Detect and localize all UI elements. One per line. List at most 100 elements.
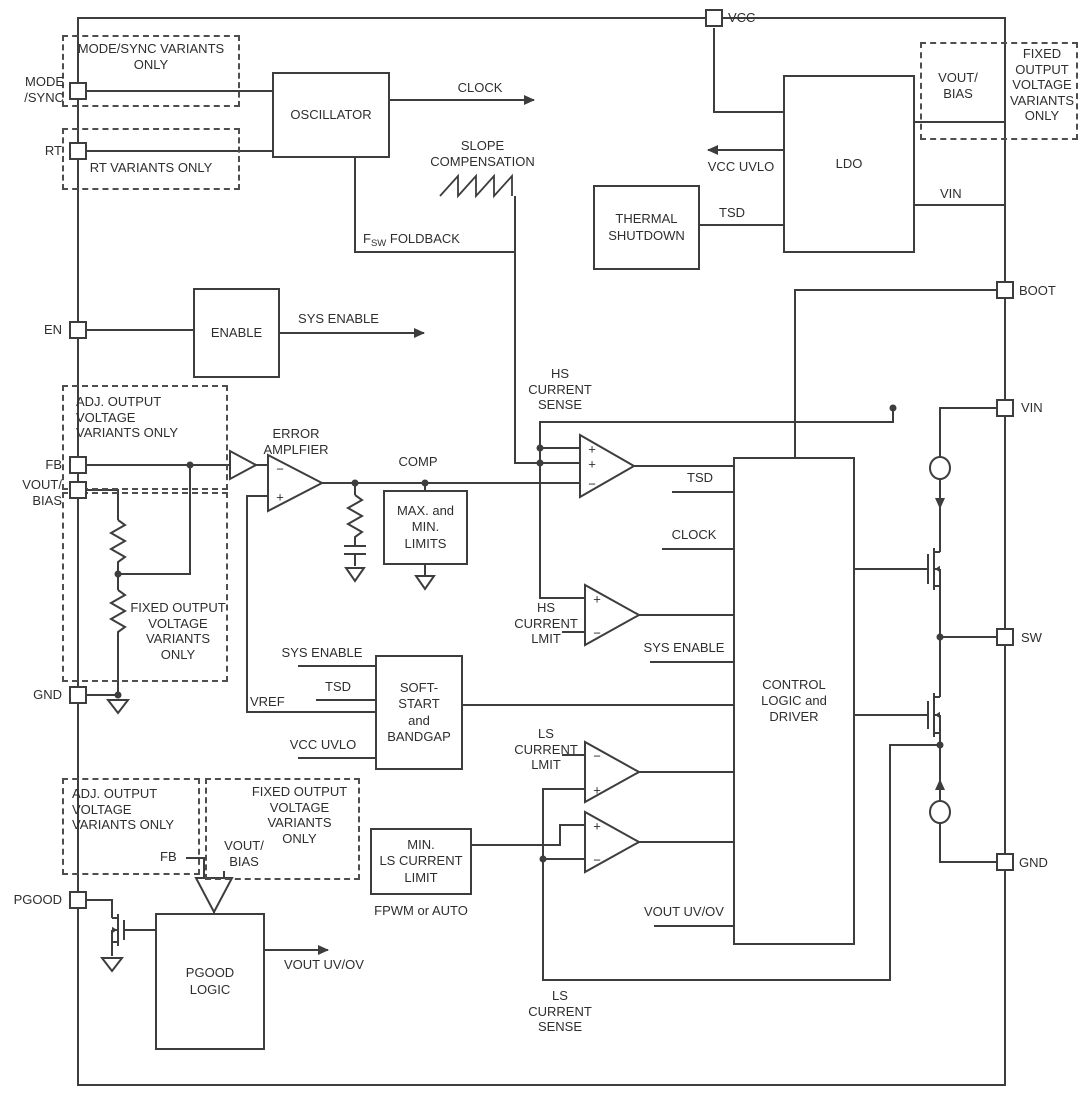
fixed-output-top-right-box (920, 42, 1078, 140)
hs-current-sense-label: HS CURRENT SENSE (528, 366, 592, 413)
pin-gnd-left (69, 686, 87, 704)
sys-enable-ctrl-label: SYS ENABLE (643, 640, 725, 655)
comp-capacitor (344, 545, 366, 566)
pin-label-rt: RT (44, 143, 62, 158)
sys-enable-out-label: SYS ENABLE (298, 311, 379, 326)
pgood-mosfet (111, 914, 125, 956)
ls-mosfet-body-arrow (935, 711, 940, 719)
error-amplifier-triangle (267, 453, 325, 513)
pin-label-vcc: VCC (728, 10, 756, 25)
junction-dot (186, 461, 194, 469)
junction-dot (351, 479, 359, 487)
boot-wire (794, 289, 996, 457)
soft-start-bandgap-block: SOFT- START and BANDGAP (375, 655, 463, 770)
adj-output-bottom-label: ADJ. OUTPUT VOLTAGE VARIANTS ONLY (72, 786, 175, 833)
pin-pgood (69, 891, 87, 909)
fpwm-or-auto-label: FPWM or AUTO (374, 903, 468, 918)
fixed-output-mid-box (62, 492, 228, 682)
vref-wire (246, 495, 375, 713)
gnd-right-wire (939, 823, 996, 863)
junction-dot (889, 404, 897, 412)
pin-label-boot: BOOT (1019, 283, 1056, 298)
vref-label: VREF (250, 694, 285, 709)
components (99, 433, 951, 973)
pin-label-en: EN (43, 322, 62, 337)
vout-uvov-ctrl-label: VOUT UV/OV (644, 904, 724, 919)
min-ls-plus-sign: + (593, 819, 601, 834)
sw-wire (939, 586, 996, 697)
junction-dot (114, 570, 122, 578)
wires (77, 17, 1006, 1086)
slope-compensation-label: SLOPE COMPENSATION (430, 138, 535, 169)
thermal-shutdown-block: THERMAL SHUTDOWN (593, 185, 700, 270)
fixed-output-bottom-box (205, 778, 360, 880)
ldo-block: LDO (783, 75, 915, 253)
fixed-output-top-right-label: FIXED OUTPUT VOLTAGE VARIANTS ONLY (1009, 46, 1075, 124)
enable-block: ENABLE (193, 288, 280, 378)
divider-tap-wire (118, 465, 191, 575)
pin-sw (996, 628, 1014, 646)
vout-bias-divider-wire (87, 489, 119, 520)
hs-current-sense-element (929, 456, 951, 480)
ground-symbol-divider (105, 699, 131, 715)
pin-mode-sync (69, 82, 87, 100)
fsw-f: F (363, 231, 371, 246)
mode-sync-variants-label: MODE/SYNC VARIANTS ONLY (77, 41, 225, 72)
error-amplifier-label: ERROR AMPLFIER (263, 426, 329, 457)
ls-current-limit-label: LS CURRENT LMIT (514, 726, 578, 773)
vcc-uvlo-ldo-label: VCC UVLO (707, 159, 775, 174)
hs-limit-minus-sign: − (593, 626, 601, 641)
fixed-output-mid-label: FIXED OUTPUT VOLTAGE VARIANTS ONLY (130, 600, 226, 662)
pin-label-vout-bias: VOUT/ BIAS (22, 477, 62, 508)
pgood-mosfet-body-arrow (112, 926, 117, 934)
junction-dot (539, 855, 547, 863)
min-ls-comparator (584, 810, 642, 874)
hs-limit-plus-sign: + (593, 592, 601, 607)
pgood-mux-triangle (194, 877, 234, 915)
pin-boot (996, 281, 1014, 299)
vout-bias-bottom-label: VOUT/ BIAS (224, 838, 264, 869)
pin-label-mode-sync: MODE /SYNC (24, 74, 64, 105)
ls-limit-plus-sign: + (593, 783, 601, 798)
pin-label-sw: SW (1021, 630, 1042, 645)
pin-label-pgood: PGOOD (13, 892, 62, 907)
mosfets (111, 548, 941, 956)
fb-bottom-label: FB (160, 849, 177, 864)
fsw-subscript: SW (370, 238, 387, 249)
hs-mosfet-body-arrow (935, 565, 940, 573)
pin-fb (69, 456, 87, 474)
pin-en (69, 321, 87, 339)
divider-resistor-1 (108, 519, 128, 590)
fsw-foldback-label: FSW FOLDBACK (363, 231, 460, 249)
vcc-wire (713, 28, 783, 113)
junction-dot (936, 741, 944, 749)
pwm-minus-sign: − (588, 477, 596, 492)
fb-buffer-triangle (229, 449, 259, 481)
ls-current-sense-label: LS CURRENT SENSE (528, 988, 592, 1035)
comp-label: COMP (398, 454, 438, 469)
ls-current-limit-comparator (584, 740, 642, 804)
min-ls-limit-input-wire (472, 824, 585, 846)
fsw-rest: FOLDBACK (386, 231, 460, 246)
pwm-plus-sign-1: + (588, 442, 596, 457)
clock-label: CLOCK (457, 80, 503, 95)
divider-resistor-2 (87, 589, 128, 696)
hs-current-sense-wire (539, 408, 894, 599)
slope-compensation-wire (514, 196, 580, 464)
error-amp-plus-sign: + (276, 490, 284, 505)
vin-ldo-label: VIN (940, 186, 962, 201)
adj-output-mid-label: ADJ. OUTPUT VOLTAGE VARIANTS ONLY (76, 394, 179, 441)
sys-enable-ss-label: SYS ENABLE (281, 645, 363, 660)
hs-mosfet (927, 548, 941, 590)
pgood-wire (87, 899, 113, 918)
pin-label-gnd-right: GND (1019, 855, 1048, 870)
ls-limit-minus-sign: − (593, 749, 601, 764)
ground-symbol-pgood (99, 957, 125, 973)
pwm-comparator (579, 433, 637, 499)
pwm-plus-sign-2: + (588, 457, 596, 472)
max-min-limits-block: MAX. and MIN. LIMITS (383, 490, 468, 565)
junction-dots (114, 404, 944, 863)
pin-rt (69, 142, 87, 160)
